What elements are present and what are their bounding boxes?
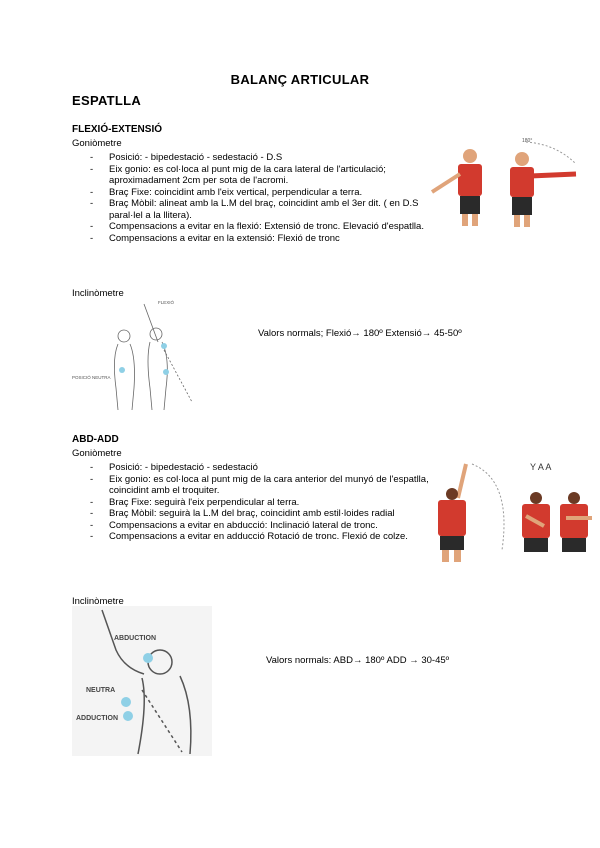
- flexion-photo: 180°: [430, 138, 577, 227]
- list-item: Posició: - bipedestació - sedestació: [90, 462, 430, 474]
- raised-arm: [101, 609, 145, 675]
- adduction-arm: [141, 689, 183, 753]
- abd-inclinometer-label: Inclinòmetre: [72, 596, 124, 607]
- adduction-label: ADDUCTION: [76, 715, 118, 722]
- arc-line: [525, 141, 577, 165]
- leg: [524, 215, 530, 227]
- body-outline: [114, 343, 135, 411]
- shorts: [460, 196, 480, 214]
- head: [515, 152, 529, 166]
- inclinometer-marker: [143, 653, 153, 663]
- list-item: Braç Mòbil: alineat amb la L.M del braç,…: [90, 198, 429, 221]
- abduction-photo: Y A A: [438, 462, 592, 562]
- neutral-label: NEUTRA: [86, 687, 115, 694]
- list-item: Compensacions a evitar en la flexió: Ext…: [90, 221, 529, 233]
- shirt: [510, 167, 534, 197]
- flexion-inclinometer-sketch: FLEXIÓ POSICIÓ NEUTRA: [72, 299, 193, 411]
- list-item: Braç Fixe: seguirà l'eix perpendicular a…: [90, 497, 430, 509]
- arm: [529, 171, 577, 179]
- leg: [462, 214, 468, 226]
- list-item: Eix gonio: es col·loca al punt mig de la…: [90, 164, 435, 187]
- list-item: Braç Mòbil: seguirà la L.M del braç, coi…: [90, 508, 430, 520]
- head: [117, 329, 131, 343]
- list-item: Eix gonio: es col·loca al punt mig de la…: [90, 474, 430, 497]
- shirt: [458, 164, 482, 196]
- neutral-label: POSICIÓ NEUTRA: [72, 374, 111, 380]
- angle-label: 180°: [522, 138, 532, 144]
- flexio-label: FLEXIÓ: [158, 299, 175, 305]
- list-item: Braç Fixe: coincidint amb l'eix vertical…: [90, 187, 435, 199]
- list-item: Compensacions a evitar en adducció Rotac…: [90, 531, 430, 543]
- shorts: [512, 197, 532, 215]
- abd-normal-values: Valors normals: ABD→ 180º ADD → 30-45º: [266, 655, 450, 666]
- arm: [430, 172, 462, 194]
- head: [149, 327, 163, 341]
- page-title: BALANÇ ARTICULAR: [230, 72, 370, 87]
- raised-arm: [143, 303, 159, 343]
- inclinometer-marker: [123, 711, 133, 721]
- head: [568, 492, 580, 504]
- shorts: [440, 536, 464, 550]
- list-item: Posició: - bipedestació - sedestació - D…: [90, 152, 435, 164]
- inclinometer-marker: [163, 369, 169, 375]
- shorts: [524, 538, 548, 552]
- list-item: Compensacions a evitar en abducció: Incl…: [90, 520, 430, 532]
- leg: [472, 214, 478, 226]
- shorts: [562, 538, 586, 552]
- body-outline: [137, 675, 192, 755]
- inclinometer-marker: [119, 367, 125, 373]
- list-item: Compensacions a evitar en la extensió: F…: [90, 233, 529, 245]
- head: [530, 492, 542, 504]
- gesture-marks: Y A A: [530, 462, 551, 472]
- flex-heading: FLEXIÓ-EXTENSIÓ: [72, 124, 163, 135]
- body-outline: [147, 341, 168, 411]
- leg: [442, 550, 449, 562]
- flex-inclinometer-label: Inclinòmetre: [72, 288, 124, 299]
- head: [446, 488, 458, 500]
- abduction-label: ABDUCTION: [114, 635, 156, 642]
- arm: [456, 463, 468, 499]
- head: [463, 149, 477, 163]
- flex-list: Posició: - bipedestació - sedestació - D…: [90, 152, 435, 244]
- abd-heading: ABD-ADD: [72, 434, 119, 445]
- section-title: ESPATLLA: [72, 93, 142, 108]
- extension-arm: [163, 349, 193, 403]
- shirt: [438, 500, 466, 536]
- inclinometer-marker: [161, 343, 167, 349]
- abd-tool-label: Goniòmetre: [72, 448, 122, 459]
- arc-line: [471, 463, 505, 551]
- abd-list: Posició: - bipedestació - sedestació Eix…: [90, 462, 430, 543]
- shirt: [560, 504, 588, 538]
- leg: [514, 215, 520, 227]
- abduction-inclinometer-sketch: ABDUCTION NEUTRA ADDUCTION: [72, 606, 212, 756]
- flex-tool-label: Goniòmetre: [72, 138, 122, 149]
- leg: [454, 550, 461, 562]
- arm: [525, 514, 545, 528]
- flex-normal-values: Valors normals; Flexió→ 180º Extensió→ 4…: [258, 328, 462, 339]
- inclinometer-marker: [121, 697, 131, 707]
